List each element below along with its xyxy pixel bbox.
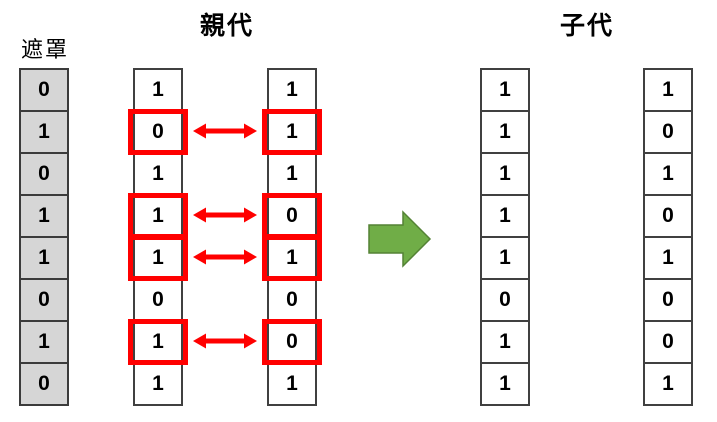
swap-highlight-box (262, 319, 322, 365)
mask-cell: 1 (19, 110, 69, 154)
child1-cell: 1 (480, 152, 530, 196)
mask-cell: 1 (19, 236, 69, 280)
child1-cell: 0 (480, 278, 530, 322)
swap-highlight-box (262, 193, 322, 239)
child1-cell: 1 (480, 194, 530, 238)
swap-highlight-box (128, 193, 188, 239)
children-title: 子代 (559, 12, 614, 40)
parent1-cell: 1 (133, 362, 183, 406)
parent1-cell: 1 (133, 194, 183, 238)
child1-cell: 1 (480, 362, 530, 406)
swap-highlight-box (128, 109, 188, 155)
parent1-cell: 0 (133, 278, 183, 322)
mask-cell: 1 (19, 194, 69, 238)
swap-arrow-icon (193, 333, 257, 349)
child2-cell: 1 (643, 68, 693, 112)
mask-cell: 0 (19, 152, 69, 196)
child2-column: 1 0 1 0 1 0 0 1 (643, 68, 693, 408)
swap-highlight-box (262, 109, 322, 155)
child2-cell: 0 (643, 110, 693, 154)
parent1-cell: 1 (133, 68, 183, 112)
parent1-cell: 1 (133, 320, 183, 364)
parent2-cell: 0 (267, 278, 317, 322)
mask-cell: 0 (19, 68, 69, 112)
swap-arrow-icon (193, 123, 257, 139)
child1-cell: 1 (480, 110, 530, 154)
child1-cell: 1 (480, 320, 530, 364)
child1-cell: 1 (480, 236, 530, 280)
child2-cell: 0 (643, 320, 693, 364)
child2-cell: 1 (643, 362, 693, 406)
parent2-cell: 0 (267, 194, 317, 238)
swap-arrow-icon (193, 207, 257, 223)
child2-cell: 1 (643, 236, 693, 280)
swap-highlight-box (262, 235, 322, 281)
result-arrow-icon (368, 210, 432, 268)
swap-highlight-box (128, 235, 188, 281)
mask-cell: 1 (19, 320, 69, 364)
parent2-cell: 1 (267, 152, 317, 196)
mask-cell: 0 (19, 278, 69, 322)
child1-cell: 1 (480, 68, 530, 112)
mask-cell: 0 (19, 362, 69, 406)
parent1-cell: 1 (133, 152, 183, 196)
parent2-cell: 1 (267, 68, 317, 112)
child2-cell: 1 (643, 152, 693, 196)
swap-highlight-box (128, 319, 188, 365)
parent2-cell: 1 (267, 362, 317, 406)
child2-cell: 0 (643, 194, 693, 238)
swap-arrow-icon (193, 249, 257, 265)
child2-cell: 0 (643, 278, 693, 322)
mask-label: 遮罩 (21, 37, 70, 62)
mask-column: 0 1 0 1 1 0 1 0 (19, 68, 69, 408)
child1-column: 1 1 1 1 1 0 1 1 (480, 68, 530, 408)
parents-title: 親代 (199, 12, 254, 40)
